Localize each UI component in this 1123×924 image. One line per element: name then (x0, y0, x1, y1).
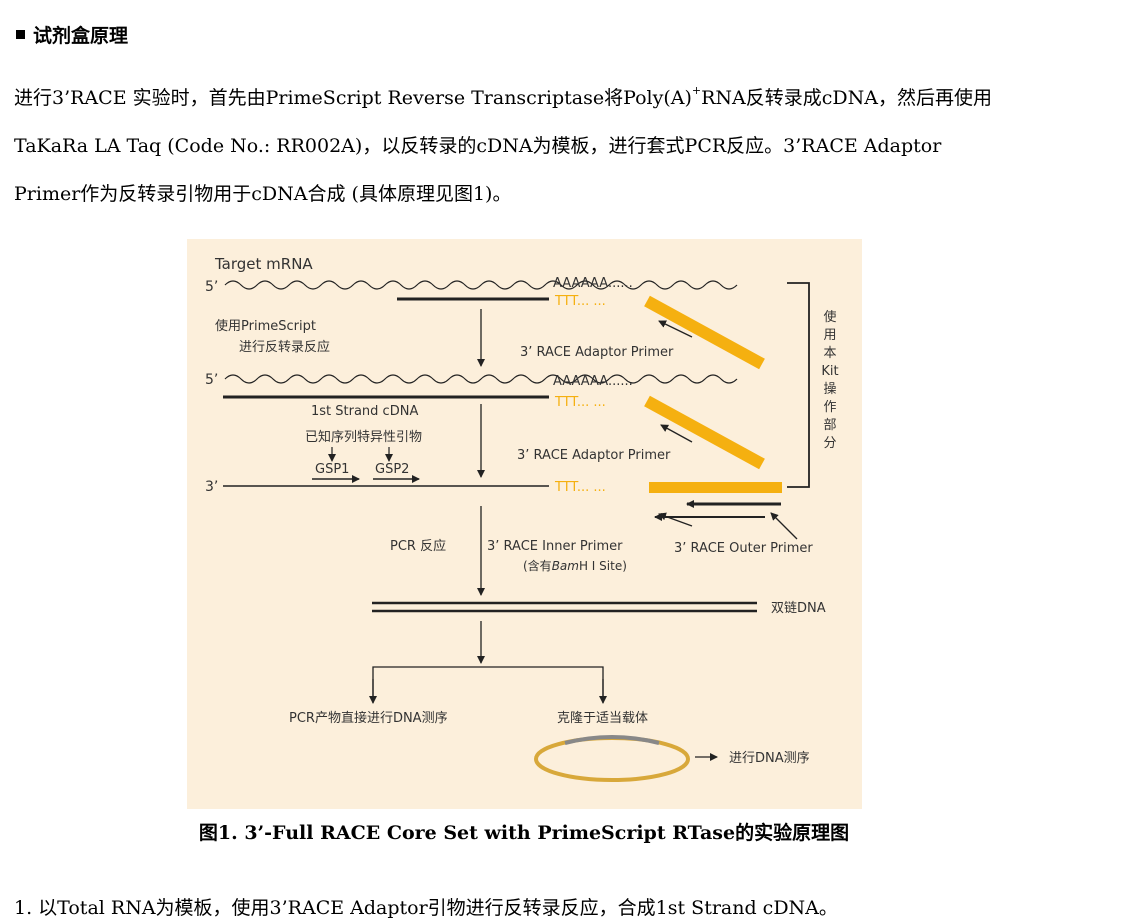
intro-line-1: 进行3’RACE 实验时，首先由PrimeScript Reverse Tran… (14, 84, 992, 109)
first-strand-label: 1st Strand cDNA (311, 404, 418, 419)
vector-plasmid (534, 736, 690, 782)
svg-text:分: 分 (823, 436, 836, 451)
inner-primer-label: 3’ RACE Inner Primer (487, 539, 623, 554)
kit-bracket (787, 282, 810, 488)
three-prime-label: 3’ (205, 479, 218, 495)
target-mrna-label: Target mRNA (214, 255, 313, 273)
svg-text:部: 部 (823, 418, 836, 433)
gsp-note: 已知序列特异性引物 (305, 429, 422, 445)
intro-line-3: Primer作为反转录引物用于cDNA合成 (具体原理见图1)。 (14, 183, 512, 205)
adaptor-primer-label-2: 3’ RACE Adaptor Primer (517, 448, 671, 463)
mrna-wave-1 (224, 280, 738, 290)
pointer-arrow-1 (658, 320, 693, 338)
svg-text:本: 本 (823, 346, 836, 361)
svg-text:使: 使 (823, 309, 836, 325)
rt-label-2: 进行反转录反应 (239, 339, 330, 355)
ttt-1: TTT... ... (554, 294, 606, 309)
kit-side-label: 使 用 本 Kit 操 作 部 分 (821, 309, 838, 451)
figure-caption: 图1. 3’-Full RACE Core Set with PrimeScri… (198, 822, 850, 844)
gsp2-label: GSP2 (375, 462, 409, 477)
pointer-arrow-2 (660, 424, 693, 443)
poly-a-2: AAAAAA...... (553, 374, 633, 389)
svg-text:Kit: Kit (821, 364, 838, 379)
mrna-wave-2 (224, 374, 738, 384)
adaptor-primer-bar-1 (644, 295, 765, 370)
svg-text:操: 操 (823, 381, 836, 397)
step-1: 1. 以Total RNA为模板，使用3’RACE Adaptor引物进行反转录… (14, 897, 838, 919)
square-bullet-icon (16, 30, 25, 39)
adaptor-primer-bar-2 (644, 395, 765, 470)
svg-text:用: 用 (823, 328, 836, 343)
svg-text:作: 作 (823, 400, 836, 415)
ttt-3: TTT... ... (554, 480, 606, 495)
clone-seq-label: 进行DNA测序 (729, 751, 810, 766)
intro-paragraph: 进行3’RACE 实验时，首先由PrimeScript Reverse Tran… (14, 74, 1104, 218)
intro-line-2: TaKaRa LA Taq (Code No.: RR002A)，以反转录的cD… (14, 135, 942, 157)
direct-seq-label: PCR产物直接进行DNA测序 (289, 710, 448, 726)
inner-primer-note: (含有BamH I Site) (523, 558, 627, 573)
outer-pointer (770, 512, 798, 540)
rt-label-1: 使用PrimeScript (215, 318, 316, 334)
poly-a-1: AAAAAA...... (553, 276, 633, 291)
adaptor-primer-annealed (649, 482, 782, 493)
adaptor-primer-label-1: 3’ RACE Adaptor Primer (520, 345, 674, 360)
clone-label: 克隆于适当载体 (557, 711, 648, 726)
race-principle-figure: Target mRNA 5’ AAAAAA...... TTT... ... 使… (187, 239, 862, 809)
split-connector (372, 666, 604, 701)
vector-insert (564, 735, 660, 745)
race-diagram: Target mRNA 5’ AAAAAA...... TTT... ... 使… (205, 255, 839, 782)
gsp1-label: GSP1 (315, 462, 349, 477)
five-prime-label-1: 5’ (205, 279, 218, 295)
five-prime-label-2: 5’ (205, 372, 218, 388)
section-heading: 试剂盒原理 (16, 24, 128, 48)
section-title: 试剂盒原理 (33, 25, 129, 47)
outer-primer-label: 3’ RACE Outer Primer (674, 541, 813, 556)
double-strand-label: 双链DNA (771, 601, 826, 616)
pcr-label: PCR 反应 (390, 538, 446, 554)
inner-pointer (658, 512, 693, 527)
ttt-2: TTT... ... (554, 395, 606, 410)
